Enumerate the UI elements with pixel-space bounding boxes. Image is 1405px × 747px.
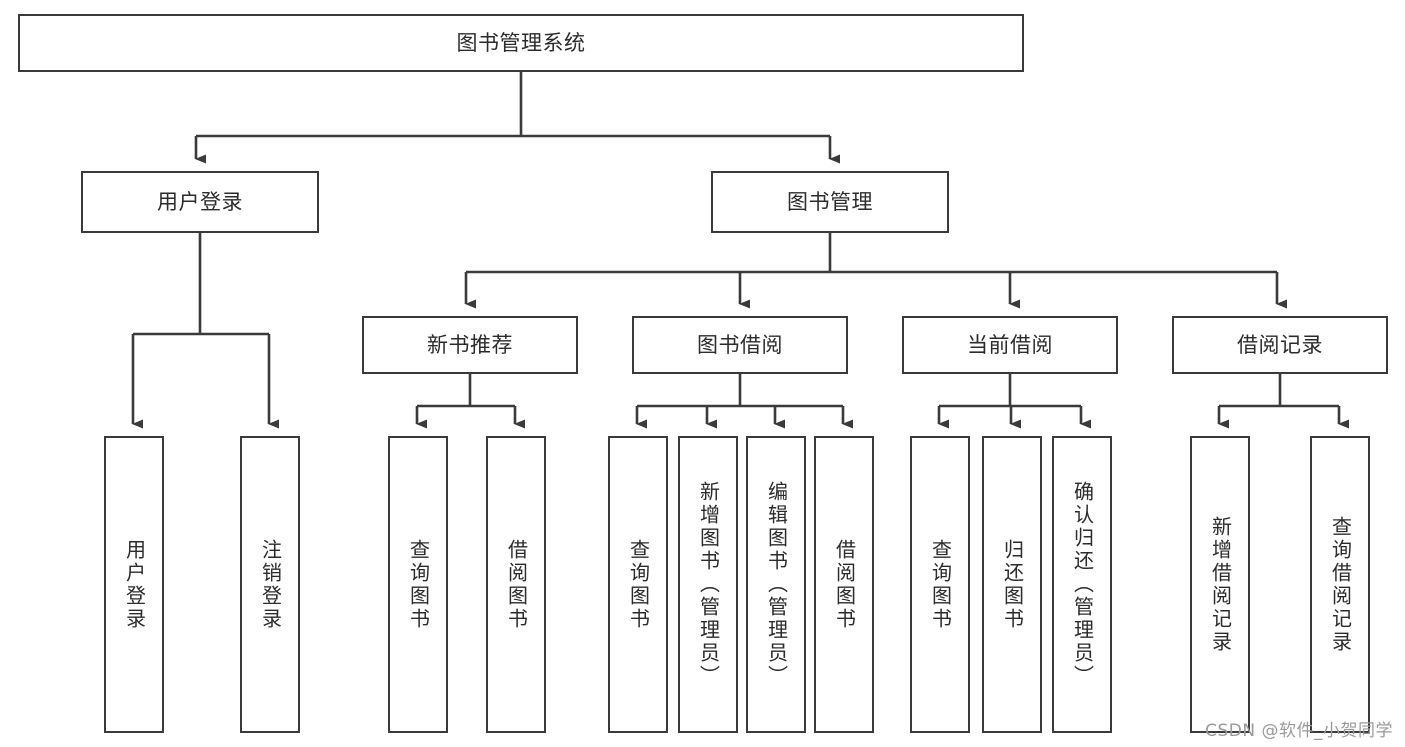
- node-label: 新书推荐: [427, 332, 513, 357]
- node-label: 新增图书（管理员）: [696, 481, 721, 688]
- node-label: 注销登录: [258, 538, 283, 631]
- node-label: 图书管理系统: [456, 30, 586, 55]
- node-leaf-query-book-1[interactable]: 查询图书: [388, 436, 448, 733]
- node-leaf-confirm-return[interactable]: 确认归还（管理员）: [1052, 436, 1112, 733]
- node-leaf-user-login[interactable]: 用户登录: [104, 436, 164, 733]
- node-borrow-record[interactable]: 借阅记录: [1172, 316, 1388, 374]
- node-label: 确认归还（管理员）: [1070, 481, 1095, 688]
- node-new-book-recommend[interactable]: 新书推荐: [362, 316, 578, 374]
- node-leaf-borrow-book-2[interactable]: 借阅图书: [814, 436, 874, 733]
- node-label: 查询借阅记录: [1328, 515, 1353, 654]
- node-leaf-edit-book[interactable]: 编辑图书（管理员）: [746, 436, 806, 733]
- node-label: 借阅图书: [832, 538, 857, 631]
- node-book-manage[interactable]: 图书管理: [711, 171, 949, 233]
- connector-paths: [131, 72, 1349, 429]
- node-label: 图书借阅: [697, 332, 783, 357]
- node-leaf-add-book[interactable]: 新增图书（管理员）: [678, 436, 738, 733]
- node-leaf-add-record[interactable]: 新增借阅记录: [1190, 436, 1250, 733]
- node-leaf-query-book-3[interactable]: 查询图书: [910, 436, 970, 733]
- node-label: 借阅图书: [504, 538, 529, 631]
- node-label: 用户登录: [157, 189, 243, 214]
- node-label: 归还图书: [1000, 538, 1025, 631]
- node-label: 用户登录: [122, 538, 147, 631]
- node-user-login[interactable]: 用户登录: [81, 171, 319, 233]
- node-label: 查询图书: [406, 538, 431, 631]
- node-leaf-query-book-2[interactable]: 查询图书: [608, 436, 668, 733]
- node-label: 查询图书: [626, 538, 651, 631]
- node-book-borrow[interactable]: 图书借阅: [632, 316, 848, 374]
- node-label: 图书管理: [787, 189, 873, 214]
- node-leaf-return-book[interactable]: 归还图书: [982, 436, 1042, 733]
- node-label: 借阅记录: [1237, 332, 1323, 357]
- node-leaf-borrow-book-1[interactable]: 借阅图书: [486, 436, 546, 733]
- node-leaf-query-record[interactable]: 查询借阅记录: [1310, 436, 1370, 733]
- node-root[interactable]: 图书管理系统: [18, 14, 1024, 72]
- node-label: 当前借阅: [967, 332, 1053, 357]
- node-label: 新增借阅记录: [1208, 515, 1233, 654]
- node-leaf-user-logout[interactable]: 注销登录: [240, 436, 300, 733]
- node-current-borrow[interactable]: 当前借阅: [902, 316, 1118, 374]
- node-label: 编辑图书（管理员）: [764, 481, 789, 688]
- node-label: 查询图书: [928, 538, 953, 631]
